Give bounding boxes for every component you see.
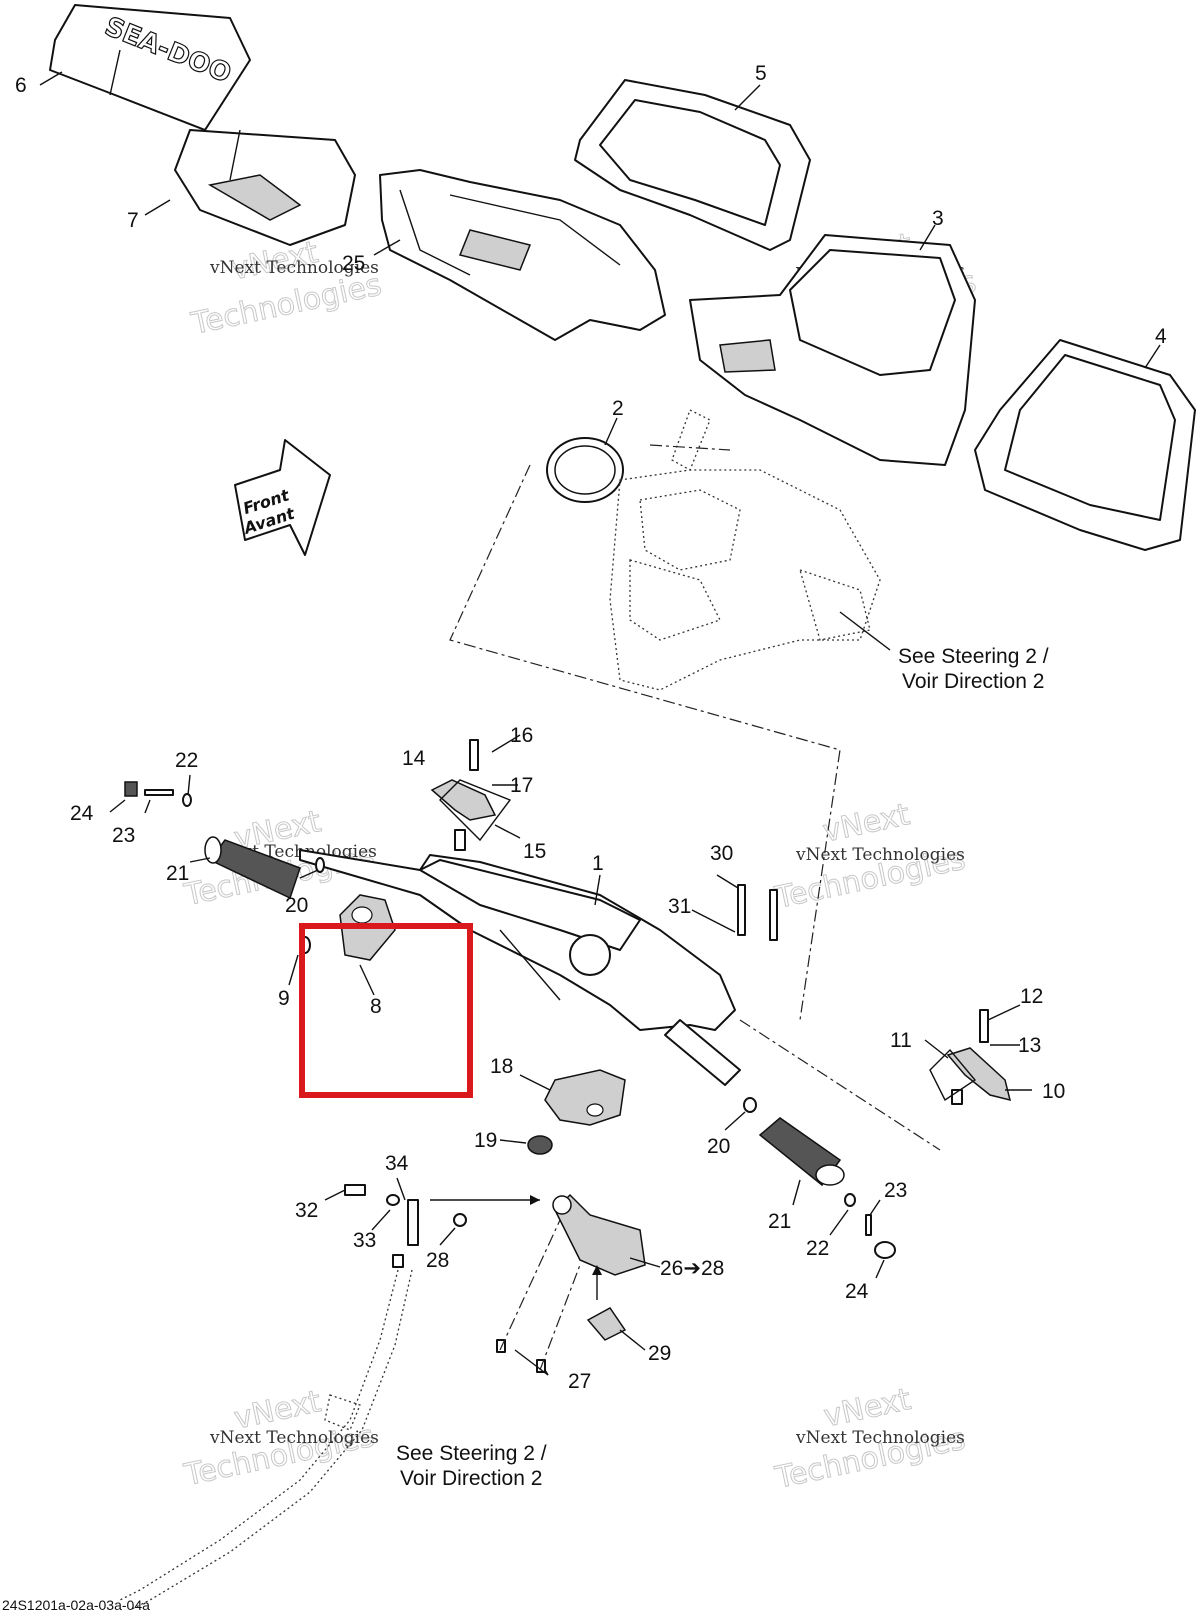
part-10-lever [739, 1009, 1012, 1151]
callout-1: 1 [592, 852, 604, 875]
part-25-housing [379, 169, 666, 341]
part-21-grip-left [204, 836, 301, 900]
drawing-code: 24S1201a-02a-03a-04a [2, 1597, 150, 1613]
part-1-handlebar [299, 849, 741, 1086]
callout-22-left: 22 [175, 749, 198, 772]
callout-6: 6 [15, 74, 27, 97]
callout-13: 13 [1018, 1034, 1041, 1057]
watermark-small: vNext Technologies [209, 258, 379, 278]
callout-25: 25 [342, 252, 365, 275]
hardware-right [743, 1097, 896, 1259]
callout-8: 8 [370, 995, 382, 1018]
note-steering-bottom-line1: See Steering 2 / [396, 1442, 547, 1465]
part-5-frame [574, 79, 811, 251]
note-steering-top: See Steering 2 / Voir Direction 2 [898, 645, 1049, 693]
callout-18: 18 [490, 1055, 513, 1078]
callout-11: 11 [890, 1029, 912, 1052]
callout-9: 9 [278, 987, 290, 1010]
callout-20-left: 20 [285, 894, 308, 917]
watermark-large-vnext: vNext [821, 1382, 914, 1435]
front-direction-arrow: Front Avant [234, 439, 331, 556]
callout-3: 3 [932, 207, 944, 230]
part-26-clamp [552, 1193, 646, 1276]
callout-10: 10 [1042, 1080, 1065, 1103]
watermark-large-vnext: vNext [820, 797, 913, 850]
callout-4: 4 [1155, 325, 1167, 348]
callout-5: 5 [755, 62, 767, 85]
highlight-box [299, 923, 473, 1098]
part-30-bolts [737, 884, 778, 941]
callout-28: 28 [426, 1249, 449, 1272]
part-18-housing [544, 1069, 626, 1126]
callout-34: 34 [385, 1152, 409, 1175]
callout-14: 14 [402, 747, 426, 770]
part-21-grip-right [758, 1117, 845, 1187]
callout-23-right: 23 [884, 1179, 907, 1202]
part-19-nut [527, 1135, 553, 1155]
callout-20-right: 20 [707, 1135, 730, 1158]
note-steering-bottom-line2: Voir Direction 2 [400, 1467, 542, 1490]
watermark-small: vNext Technologies [795, 845, 965, 865]
watermark-large: Technologies [188, 268, 385, 343]
callout-33: 33 [353, 1229, 376, 1252]
callout-22-right: 22 [806, 1237, 829, 1260]
steering-ghost-assembly [449, 409, 881, 1021]
part-34-rod [344, 1184, 602, 1300]
callouts: 6 7 25 5 3 4 2 1 16 14 17 15 24 23 22 21… [15, 62, 1167, 1393]
part-4-bezel [974, 339, 1196, 551]
callout-2: 2 [612, 397, 624, 420]
callout-24-left: 24 [70, 802, 94, 825]
note-steering-top-line2: Voir Direction 2 [902, 670, 1044, 693]
callout-23-left: 23 [112, 824, 135, 847]
callout-32: 32 [295, 1199, 318, 1222]
note-steering-top-line1: See Steering 2 / [898, 645, 1049, 668]
callout-21-right: 21 [768, 1210, 791, 1233]
callout-17: 17 [510, 774, 533, 797]
callout-7: 7 [127, 209, 139, 232]
watermark-small: vNext Technologies [209, 1428, 379, 1448]
steering-cable [119, 1269, 413, 1611]
part-7-cover [174, 129, 356, 246]
hardware-left [124, 781, 325, 873]
callout-19: 19 [474, 1129, 497, 1152]
callout-27: 27 [568, 1370, 591, 1393]
callout-29: 29 [648, 1342, 671, 1365]
callout-15: 15 [523, 840, 546, 863]
part-6-cover: SEA-DOO [49, 4, 251, 131]
callout-31: 31 [668, 895, 691, 918]
callout-12: 12 [1020, 985, 1043, 1008]
leader-lines [39, 71, 1161, 1376]
callout-30: 30 [710, 842, 733, 865]
part-14-lever [430, 739, 512, 851]
callout-24-right: 24 [845, 1280, 869, 1303]
part-3-housing [689, 234, 976, 466]
part-2-ring [546, 437, 624, 503]
note-steering-bottom: See Steering 2 / Voir Direction 2 [396, 1442, 547, 1490]
callout-21-left: 21 [166, 862, 189, 885]
part-29-plate [586, 1307, 627, 1341]
callout-16: 16 [510, 724, 533, 747]
callout-26-28: 26➔28 [660, 1257, 724, 1280]
watermark-small: vNext Technologies [795, 1428, 965, 1448]
part-27-bolts [496, 1219, 581, 1373]
